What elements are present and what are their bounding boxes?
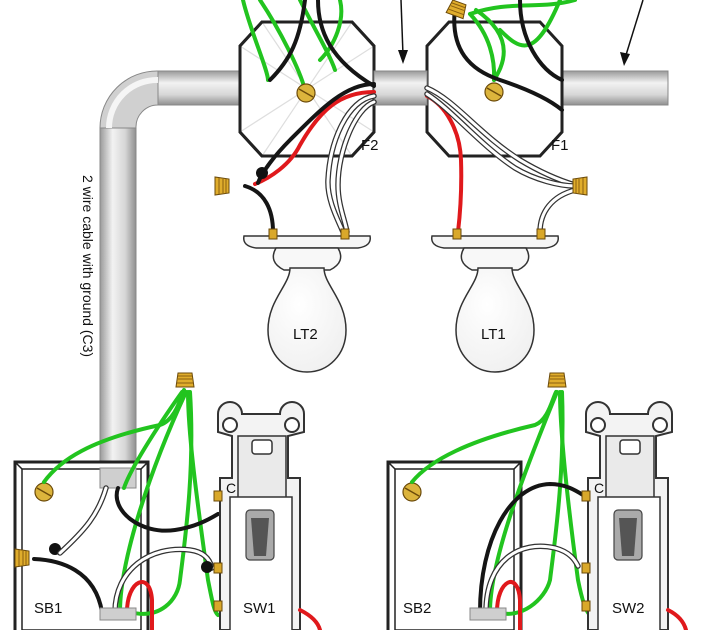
light-lt1 (431, 228, 559, 373)
switch-box-sb1-label: SB1 (34, 600, 62, 617)
ground-screw-icon (296, 83, 316, 103)
switch-sw1 (213, 401, 305, 630)
wire-nut-icon (14, 548, 30, 568)
light-lt2 (243, 228, 371, 373)
switch-2-common-label: C (594, 480, 604, 496)
f1-wires (424, 0, 578, 235)
sb2-wires (402, 390, 592, 630)
wire-nut-icon (572, 176, 588, 196)
light-bulb-icon (267, 267, 347, 373)
switch-sw1-label: SW1 (243, 600, 276, 617)
wire-nut-icon (547, 372, 567, 388)
ground-screw-icon (402, 482, 422, 502)
wire-nut-icon (445, 0, 469, 20)
ground-screw-icon (34, 482, 54, 502)
fixture-box-f1-label: F1 (551, 137, 569, 154)
light-lt1-label: LT1 (481, 326, 506, 343)
switch-sw2-label: SW2 (612, 600, 645, 617)
cable-segment (373, 70, 428, 106)
light-lt2-label: LT2 (293, 326, 318, 343)
ground-screw-icon (484, 82, 504, 102)
arrow-pointer-f2 (398, 0, 408, 64)
switch-1-common-label: C (226, 480, 236, 496)
cable-label: 2 wire cable with ground (C3) (80, 175, 96, 357)
sw2-red-wire (666, 608, 688, 630)
toggle-switch-icon (613, 509, 643, 561)
switch-sw2 (581, 401, 673, 630)
switch-box-sb2-label: SB2 (403, 600, 431, 617)
arrow-pointer-f1 (620, 0, 644, 66)
light-bulb-icon (455, 267, 535, 373)
f2-wires (241, 0, 377, 235)
wire-nut-icon (214, 176, 230, 196)
cable-c3 (99, 70, 669, 469)
fixture-box-f2-label: F2 (361, 137, 379, 154)
sw1-red-wire (298, 608, 322, 630)
toggle-switch-icon (245, 509, 275, 561)
wire-nut-icon (175, 372, 195, 388)
